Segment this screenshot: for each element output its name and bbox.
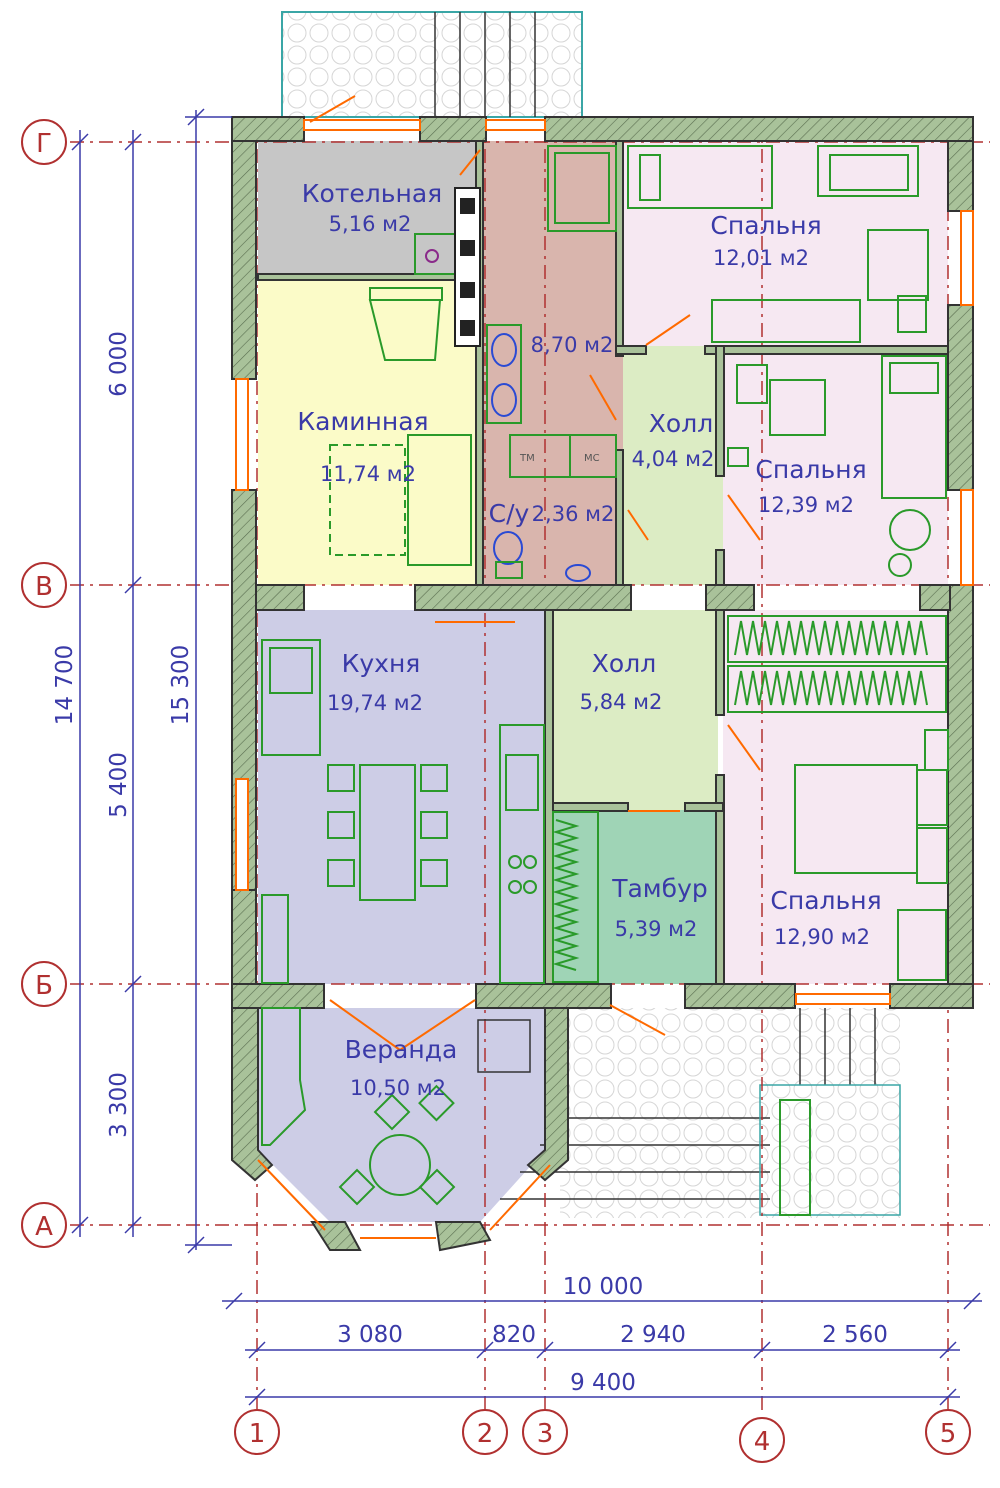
room-area-hall1: 4,04 м2 [632,447,715,471]
room-fills [258,141,948,1222]
room-name-kitchen: Кухня [342,649,421,678]
dim-vertical-total-right: 15 300 [168,645,194,725]
room-fill-bedroom2 [723,346,948,585]
fixture-label-mc: МС [584,453,600,464]
dim-vertical-segment-3: 3 300 [106,1072,132,1138]
horizontal-dimensions: 10 000 3 080 820 2 940 2 560 9 400 [222,1274,982,1406]
axis-row-label-2: В [35,572,53,602]
room-name-bedroom2: Спальня [755,455,866,484]
dim-vertical-segment-2: 5 400 [106,752,132,818]
axis-column-label-2: 2 [477,1419,494,1449]
dim-horizontal-segment-1: 3 080 [337,1322,403,1348]
fixture-label-tm: ТМ [519,453,535,464]
dim-horizontal-inner: 9 400 [570,1370,636,1396]
room-name-vestibule: Тамбур [611,874,708,903]
dim-horizontal-segment-4: 2 560 [822,1322,888,1348]
steps [434,12,901,1216]
room-fill-hall1 [623,346,723,585]
axis-column-label-5: 5 [940,1419,957,1449]
room-fill-fireplace [258,277,476,585]
room-fill-bedroom3 [723,610,948,984]
room-name-bedroom1: Спальня [710,211,821,240]
dim-vertical-total-left: 14 700 [52,645,78,725]
room-fill-kitchen [258,610,545,984]
axis-column-label-4: 4 [754,1427,771,1457]
room-area-vestibule: 5,39 м2 [615,917,698,941]
room-fill-hall2 [553,610,718,810]
axis-bubbles [21,119,971,1463]
axis-column-label-1: 1 [249,1419,266,1449]
room-fill-veranda [258,1008,545,1222]
dim-horizontal-segment-2: 820 [492,1322,536,1348]
furniture: ТМ МС [261,145,949,1216]
vertical-dimensions: 14 700 6 000 5 400 3 300 15 300 [52,108,232,1254]
room-name-boiler: Котельная [302,179,442,208]
room-name-bedroom3: Спальня [770,886,881,915]
dim-horizontal-total: 10 000 [563,1274,643,1300]
room-area-hall2: 5,84 м2 [580,690,663,714]
axis-row-label-3: Б [35,971,53,1001]
room-name-hall2: Холл [592,649,656,678]
room-name-hall1: Холл [649,409,713,438]
room-labels: Котельная 5,16 м2 Каминная 11,74 м2 8,70… [297,179,881,1100]
room-area-fireplace: 11,74 м2 [320,462,416,486]
doors [309,95,761,1051]
dim-horizontal-segment-3: 2 940 [620,1322,686,1348]
room-area-veranda: 10,50 м2 [350,1076,446,1100]
dim-vertical-segment-1: 6 000 [106,331,132,397]
room-name-fireplace: Каминная [297,407,428,436]
room-fill-wc [483,485,623,585]
room-name-wc: С/у [489,499,530,528]
room-fill-bedroom1 [623,141,948,346]
room-area-bedroom1: 12,01 м2 [713,246,809,270]
axis-labels: Г В Б А 1 2 3 4 5 [35,129,956,1457]
room-fill-vestibule [553,810,718,984]
axis-row-label-1: Г [36,129,52,159]
walls [231,116,974,1252]
room-area-bathroom: 8,70 м2 [531,333,614,357]
room-area-kitchen: 19,74 м2 [327,691,423,715]
room-name-veranda: Веранда [345,1035,458,1064]
room-area-bedroom2: 12,39 м2 [758,493,854,517]
room-area-boiler: 5,16 м2 [329,212,412,236]
porch-bottom [560,1008,900,1218]
room-area-bedroom3: 12,90 м2 [774,925,870,949]
porch-top [281,11,583,118]
room-area-wc: 2,36 м2 [532,502,615,526]
axis-row-label-4: А [35,1212,53,1242]
room-fill-boiler [258,141,483,277]
room-fill-bathroom [483,141,623,485]
axis-column-label-3: 3 [537,1419,554,1449]
windows [235,119,974,1239]
